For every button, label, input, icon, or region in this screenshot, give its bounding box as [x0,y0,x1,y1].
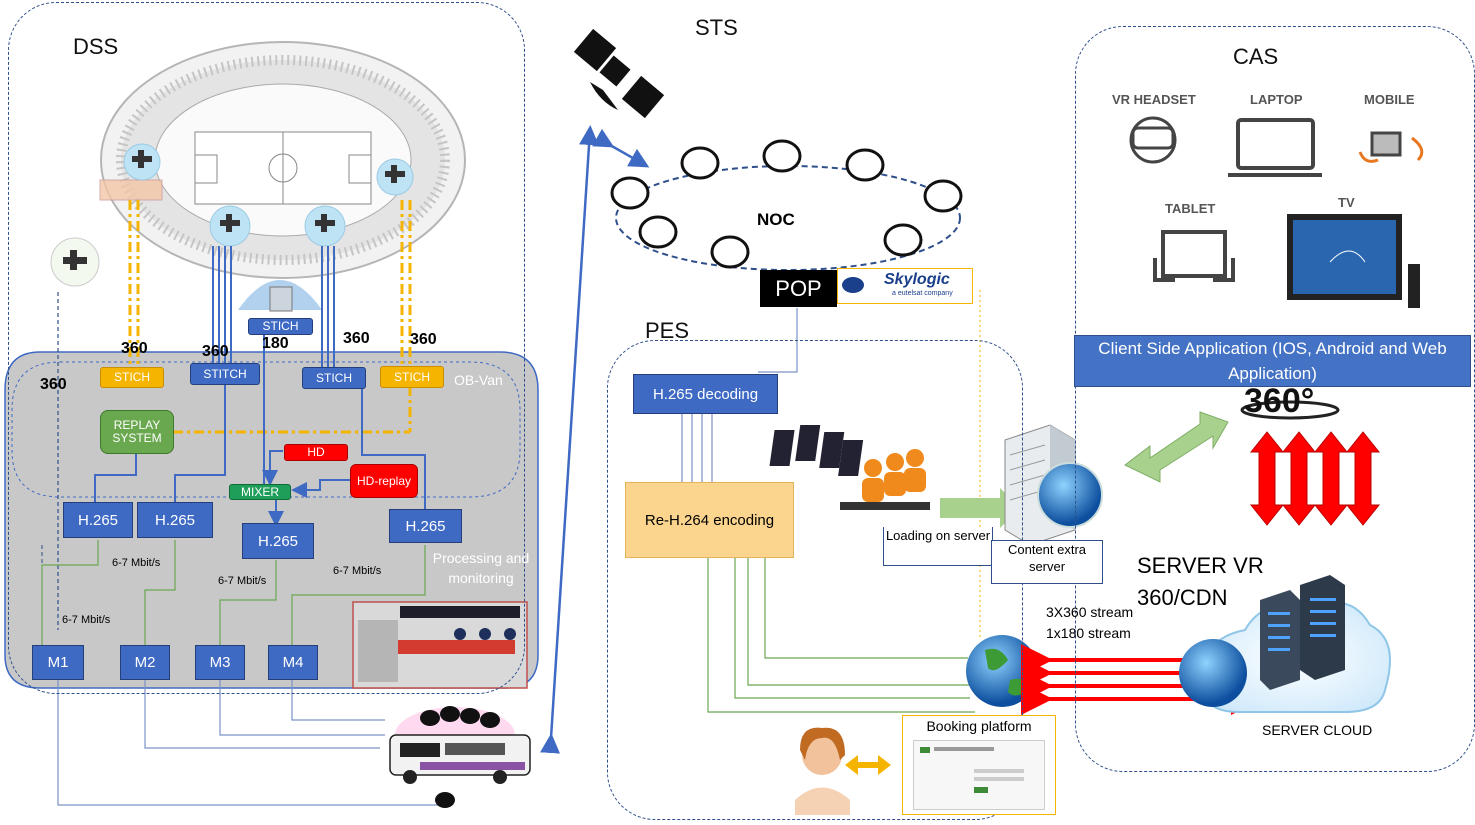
server-cloud-label: SERVER CLOUD [1262,722,1373,738]
booking-screenshot [913,740,1045,810]
monitor-m3[interactable]: M3 [195,645,245,680]
skylogic-logo: Skylogic a eutelsat company [837,268,973,304]
pes-label: PES [645,318,690,343]
replay-system-box[interactable]: REPLAY SYSTEM [100,410,174,454]
booking-platform-panel[interactable]: Booking platform [902,715,1056,815]
label-360-a: 360 [121,340,148,357]
monitor-m4[interactable]: M4 [268,645,318,680]
server-cloud-icon [1179,575,1391,713]
vr-headset-label: VR HEADSET [1112,92,1196,107]
monitor-m2[interactable]: M2 [120,645,170,680]
rate-2: 6-7 Mbit/s [218,575,267,587]
mobile-label: MOBILE [1364,92,1415,107]
cas-label: CAS [1233,44,1279,69]
tv-label: TV [1338,195,1355,210]
hd-replay-box[interactable]: HD-replay [350,464,418,498]
mobile-icon [1358,131,1424,163]
agent-illustration [795,727,850,815]
noc-dishes [610,139,963,269]
stadium-illustration [99,41,466,279]
skylogic-name: Skylogic [884,271,950,288]
sat-truck [389,706,531,808]
label-180: 180 [262,335,289,352]
tablet-icon [1153,230,1235,282]
tablet-label: TABLET [1165,201,1216,216]
skylogic-subtitle: a eutelsat company [892,290,953,297]
laptop-icon [1228,118,1322,177]
laptop-label: LAPTOP [1250,92,1303,107]
h265-encoder-4[interactable]: H.265 [389,509,462,543]
degree-360-label: 360° [1244,382,1315,420]
ob-van-inner [11,361,521,498]
h265-decoding-box[interactable]: H.265 decoding [633,374,778,414]
hd-box[interactable]: HD [284,444,348,461]
sts-label: STS [695,15,738,40]
rate-1: 6-7 Mbit/s [112,557,161,569]
content-extra-server-label: Content extra server [991,540,1103,584]
rate-4: 6-7 Mbit/s [62,614,111,626]
operators-illustration [769,425,930,510]
server-vr-label: SERVER VR 360/CDN [1137,553,1264,610]
label-360-d: 360 [410,331,437,348]
stitch-box-1[interactable]: STICH [100,367,164,388]
tv-icon [1287,214,1420,308]
monitor-m1[interactable]: M1 [32,645,84,680]
stitch-box-4[interactable]: STICH [380,366,444,388]
label-360-c: 360 [343,330,370,347]
re-h264-encoding-box[interactable]: Re-H.264 encoding [625,482,794,558]
h265-encoder-3[interactable]: H.265 [242,523,314,559]
vr-headset-icon [1129,116,1177,164]
rate-3: 6-7 Mbit/s [333,565,382,577]
stitch-box-2[interactable]: STITCH [190,363,260,385]
skylogic-mark-icon [842,277,864,293]
stitch-180-box[interactable]: STICH [248,318,313,335]
booking-platform-title: Booking platform [926,718,1032,734]
dss-label: DSS [73,34,119,59]
h265-encoder-2[interactable]: H.265 [137,502,213,538]
stream-count-label: 3X360 stream 1x180 stream [1046,604,1134,641]
bidirectional-arrows [1249,431,1381,526]
label-360-left: 360 [40,376,67,393]
pop-box[interactable]: POP [760,270,837,307]
mixer-box[interactable]: MIXER [229,484,291,500]
label-360-b: 360 [202,343,229,360]
noc-label: NOC [757,210,795,229]
client-side-application-box[interactable]: Client Side Application (IOS, Android an… [1074,335,1471,387]
stitch-box-3[interactable]: STICH [302,367,366,389]
loading-server-label: Loading on server [883,527,993,566]
h265-encoder-1[interactable]: H.265 [63,502,133,538]
processing-label: Processing and monitoring [432,550,530,586]
dss-region [8,2,525,694]
ob-van-label: OB-Van [454,372,503,388]
satellite-icon [573,28,665,119]
